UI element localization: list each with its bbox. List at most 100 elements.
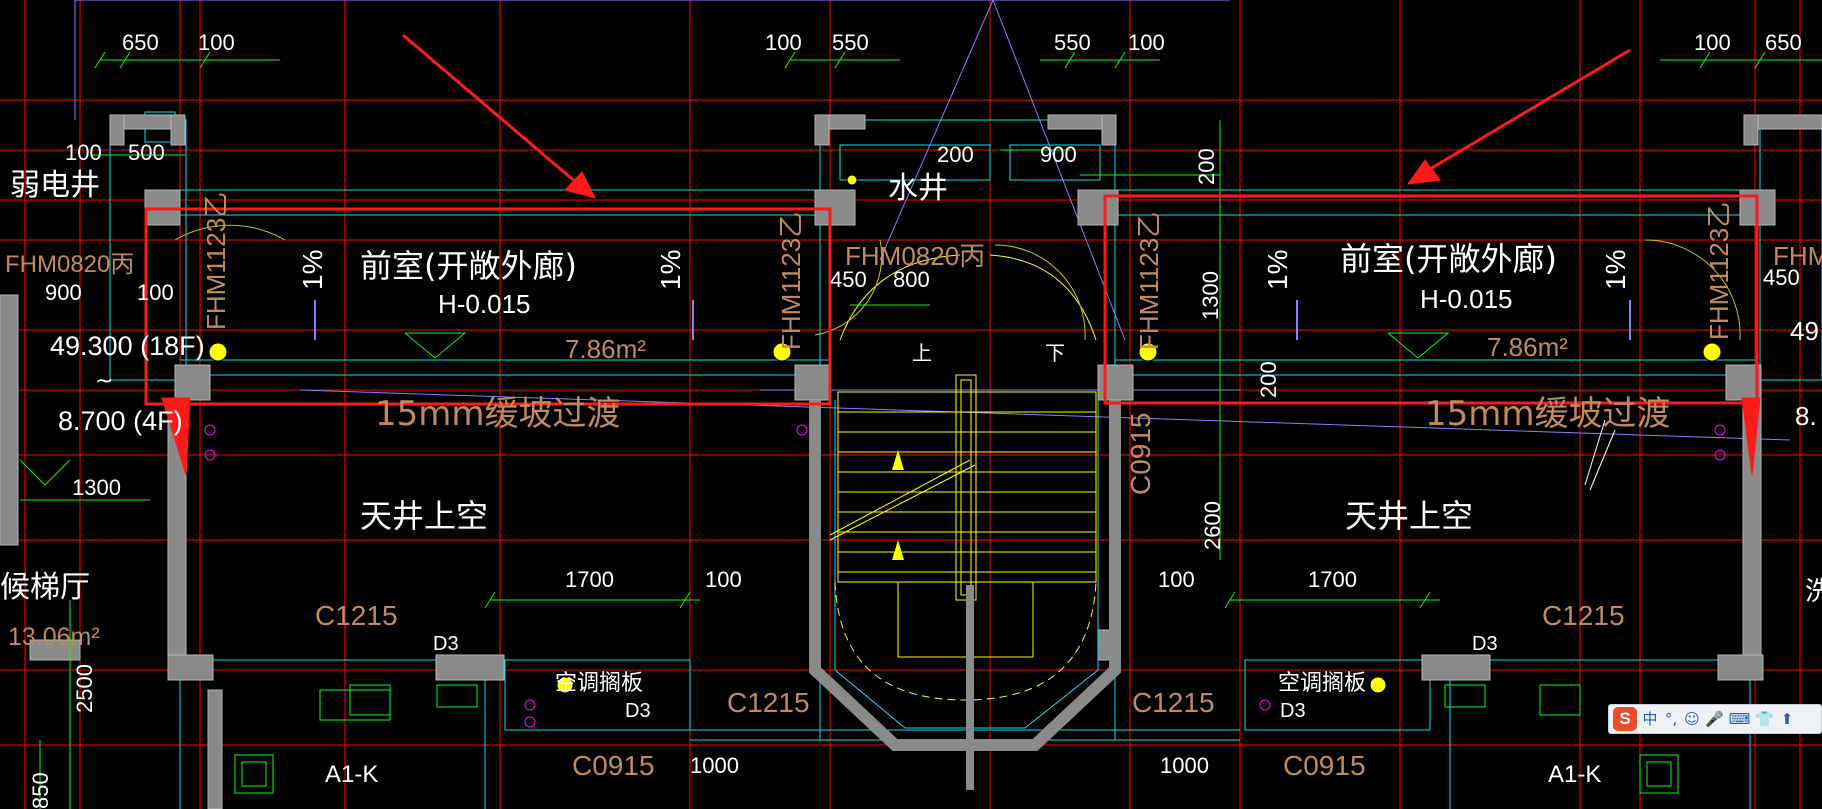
slope-1: 1% <box>297 250 328 290</box>
punctuation-toggle[interactable]: °, <box>1664 710 1678 728</box>
kitchen-left: A1-K <box>325 761 378 788</box>
right-edge-text: FHM <box>1773 241 1822 271</box>
dim-text: 200 <box>1194 148 1219 185</box>
right-edge-text: 8. <box>1795 401 1817 431</box>
dim-text: 1000 <box>690 753 739 778</box>
toolbox-icon[interactable]: ⬆ <box>1780 710 1794 728</box>
weak-well-label: 弱电井 <box>10 168 100 203</box>
level-4f-label: 8.700 (4F) <box>58 406 183 436</box>
water-well-label: 水井 <box>888 171 948 206</box>
fhm-right-door-2: FHM1123乙 <box>1134 212 1164 350</box>
dim-text: 900 <box>1040 142 1077 167</box>
anteroom-left-title: 前室(开敞外廊) <box>360 247 577 285</box>
anteroom-right-title: 前室(开敞外廊) <box>1340 240 1557 278</box>
emoji-icon[interactable]: ☺ <box>1684 710 1700 728</box>
dim-100-label: 100 <box>137 280 174 305</box>
dimension-lines <box>19 51 1822 809</box>
c0915-right: C0915 <box>1283 750 1366 781</box>
c0915-vertical: C0915 <box>1125 412 1156 495</box>
dimension-text: 650 100 100 550 550 100 100 650 100 500 … <box>28 30 1802 809</box>
right-edge-text: 49 <box>1790 316 1819 346</box>
dim-text: 450 <box>1763 265 1800 290</box>
walls <box>0 114 1822 809</box>
fhm-mid-label: FHM0820丙 <box>845 241 985 271</box>
dim-text: 850 <box>28 772 53 809</box>
tilde-label: ~ <box>95 369 113 394</box>
fhm-left-door: FHM1123乙 <box>201 192 231 330</box>
c1215-mid-right: C1215 <box>1132 687 1215 718</box>
dim-text: 200 <box>937 142 974 167</box>
stairwell <box>809 254 1121 790</box>
fhm-left-label: FHM0820丙 <box>5 251 134 278</box>
skin-icon[interactable]: 👕 <box>1755 710 1775 728</box>
ac-panel-left: 空调搁板 <box>555 671 643 696</box>
elevation-left: H-0.015 <box>438 289 531 319</box>
door-swings <box>174 224 1741 341</box>
c1215-right: C1215 <box>1542 600 1625 631</box>
dim-text: 100 <box>705 567 742 592</box>
keyboard-icon[interactable]: ⌨ <box>1728 710 1751 728</box>
dim-text: 800 <box>893 267 930 292</box>
dim-text: 500 <box>128 140 165 165</box>
dim-text: 550 <box>832 30 869 55</box>
left-labels: 弱电井 FHM0820丙 900 100 49.300 (18F) ~ 8.70… <box>0 168 205 651</box>
skywell-left: 天井上空 <box>360 497 488 535</box>
d3-right-2: D3 <box>1280 700 1306 722</box>
dim-900-label: 900 <box>45 280 82 305</box>
sogou-logo-icon[interactable]: S <box>1613 707 1637 731</box>
highlight-boxes <box>144 194 1759 406</box>
dim-text: 2600 <box>1200 501 1225 550</box>
dim-text: 100 <box>65 140 102 165</box>
skywell-right: 天井上空 <box>1345 497 1473 535</box>
reference-lines <box>74 0 1791 441</box>
dim-text: 100 <box>1128 30 1165 55</box>
elevator-hall-area: 13.06m² <box>8 623 100 651</box>
dim-text: 1700 <box>1308 567 1357 592</box>
ramp-note-right: 15mm缓坡过渡 <box>1425 394 1671 434</box>
ramp-note-left: 15mm缓坡过渡 <box>375 394 621 434</box>
d3-left-2: D3 <box>625 700 651 722</box>
area-left: 7.86m² <box>565 334 646 364</box>
chinese-mode-toggle[interactable]: 中 <box>1642 710 1658 728</box>
dim-text: 100 <box>1694 30 1731 55</box>
stair-down-label: 下 <box>1045 341 1065 365</box>
markers <box>204 424 1726 728</box>
c0915-left: C0915 <box>572 750 655 781</box>
area-labels: 7.86m² 7.86m² 15mm缓坡过渡 15mm缓坡过渡 C1215 C1… <box>201 192 1734 781</box>
pillar-symbols <box>208 174 1722 694</box>
d3-left: D3 <box>433 633 459 655</box>
microphone-icon[interactable]: 🎤 <box>1705 710 1724 728</box>
dim-text: 1000 <box>1160 753 1209 778</box>
ime-toolbar[interactable]: S 中 °, ☺ 🎤 ⌨ 👕 ⬆ <box>1608 704 1822 734</box>
elevation-right: H-0.015 <box>1420 284 1513 314</box>
dim-text: 100 <box>765 30 802 55</box>
elevator-hall-label: 候梯厅 <box>0 570 90 605</box>
fixtures <box>234 684 1679 794</box>
c1215-mid-left: C1215 <box>727 687 810 718</box>
slope-labels: 1% 1% 1% 1% <box>297 250 1631 290</box>
dim-text: 100 <box>198 30 235 55</box>
slope-4: 1% <box>1600 250 1631 290</box>
dim-text: 200 <box>1256 361 1281 398</box>
room-labels: 水井 前室(开敞外廊) 前室(开敞外廊) H-0.015 H-0.015 天井上… <box>325 171 1601 788</box>
fhm-right-door-3: FHM1123乙 <box>1704 202 1734 340</box>
dim-text: 1700 <box>565 567 614 592</box>
area-right: 7.86m² <box>1487 332 1568 362</box>
right-edge-text: 洗 <box>1805 577 1822 607</box>
dim-text: 450 <box>830 267 867 292</box>
dim-text: 650 <box>122 30 159 55</box>
right-edge-labels: FHM 49 8. 洗 <box>1773 241 1822 607</box>
dim-text: 650 <box>1765 30 1802 55</box>
slope-3: 1% <box>1262 250 1293 290</box>
dim-text: 1300 <box>1198 271 1223 320</box>
d3-right: D3 <box>1472 633 1498 655</box>
slope-2: 1% <box>655 250 686 290</box>
dim-text: 550 <box>1054 30 1091 55</box>
kitchen-right: A1-K <box>1548 761 1601 788</box>
slope-arrows <box>314 300 1631 340</box>
stair-up-label: 上 <box>912 341 932 365</box>
ac-panel-right: 空调搁板 <box>1278 671 1366 696</box>
dim-text: 100 <box>1158 567 1195 592</box>
c1215-left: C1215 <box>315 600 398 631</box>
